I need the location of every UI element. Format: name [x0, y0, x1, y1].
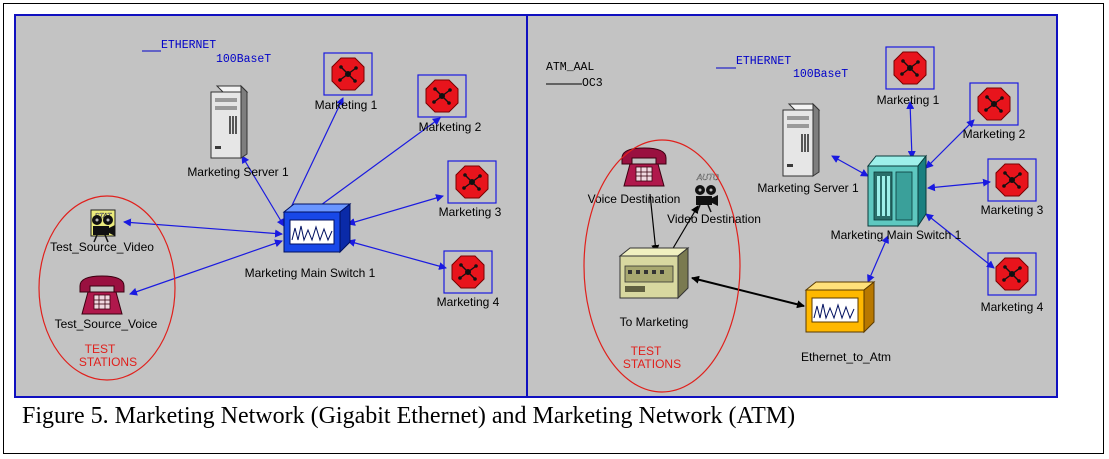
atm-links: [649, 193, 805, 309]
gigabit-network-panel: ETHERNET 100BaseT Marketing 1 Marketing …: [14, 14, 528, 398]
router-icon[interactable]: [443, 250, 493, 294]
ethernet-to-atm-label: Ethernet_to_Atm: [801, 350, 891, 364]
atm-network-panel: ATM_AAL OC3 ETHERNET 100BaseT Marketing …: [526, 14, 1058, 398]
router-icon[interactable]: [885, 46, 935, 90]
100baset-link-label: 100BaseT: [216, 53, 271, 66]
test-stations-group-outline: [583, 139, 741, 393]
link-switch-server: [241, 155, 285, 227]
figure-caption: Figure 5. Marketing Network (Gigabit Eth…: [22, 403, 796, 429]
marketing-server-label: Marketing Server 1: [757, 181, 859, 195]
link-switch-m3: [927, 178, 991, 192]
link-video-tomarketing: [671, 205, 699, 251]
router-icon[interactable]: [417, 74, 467, 118]
marketing-2-label: Marketing 2: [419, 120, 482, 134]
link-switch-ethatm: [867, 235, 889, 283]
video-destination-label: Video Destination: [667, 212, 761, 226]
test-stations-group-outline: [38, 195, 176, 381]
test-stations-label-line2: STATIONS: [79, 355, 137, 369]
link-switch-m4: [925, 213, 995, 269]
link-switch-server: [831, 155, 869, 177]
voice-destination-label: Voice Destination: [588, 192, 681, 206]
to-marketing-label: To Marketing: [620, 315, 689, 329]
ethernet-link-label: ETHERNET: [161, 39, 216, 52]
link-switch-m1: [285, 97, 344, 219]
test-source-video-icon[interactable]: STAT: [90, 209, 116, 243]
phone-icon[interactable]: [621, 147, 667, 187]
gigabit-links: [123, 97, 447, 296]
server-icon[interactable]: [210, 85, 248, 159]
router-icon[interactable]: [447, 160, 497, 204]
router-icon[interactable]: [987, 158, 1037, 202]
link-switch-voice: [129, 239, 283, 296]
marketing-4-label: Marketing 4: [437, 295, 500, 309]
link-switch-m1: [906, 101, 916, 159]
camera-icon: [694, 184, 719, 213]
link-switch-m3: [347, 194, 444, 226]
ethernet-to-atm-icon[interactable]: [804, 280, 876, 334]
ethernet-link-label: ETHERNET: [736, 55, 791, 68]
test-source-video-label: Test_Source_Video: [50, 240, 154, 254]
marketing-1-label: Marketing 1: [315, 98, 378, 112]
gigabit-network-diagram: ETHERNET 100BaseT Marketing 1 Marketing …: [38, 39, 502, 381]
atm-switch-icon[interactable]: [866, 154, 928, 228]
marketing-main-switch-label: Marketing Main Switch 1: [831, 228, 962, 242]
marketing-3-label: Marketing 3: [439, 205, 502, 219]
atm-ethernet-links: [831, 101, 995, 283]
marketing-4-label: Marketing 4: [981, 300, 1044, 314]
test-stations-label-line1: TEST: [85, 342, 116, 356]
marketing-1-label: Marketing 1: [877, 93, 940, 107]
test-stations-label-line1: TEST: [631, 344, 662, 358]
router-icon[interactable]: [969, 82, 1019, 126]
router-icon[interactable]: [987, 252, 1037, 296]
link-switch-video: [123, 218, 283, 238]
atm-network-diagram: ATM_AAL OC3 ETHERNET 100BaseT Marketing …: [546, 46, 1044, 393]
marketing-main-switch-label: Marketing Main Switch 1: [245, 266, 376, 280]
phone-icon[interactable]: [79, 275, 125, 315]
atm-aal-label: ATM_AAL: [546, 61, 594, 74]
link-voice-tomarketing: [649, 193, 660, 253]
router-icon[interactable]: [323, 52, 373, 96]
to-marketing-device-icon[interactable]: [618, 246, 690, 300]
marketing-3-label: Marketing 3: [981, 203, 1044, 217]
oc3-label: OC3: [582, 77, 603, 90]
marketing-server-label: Marketing Server 1: [187, 165, 289, 179]
test-source-voice-label: Test_Source_Voice: [55, 317, 158, 331]
link-switch-m4: [347, 239, 447, 270]
test-stations-label-line2: STATIONS: [623, 357, 681, 371]
switch-icon[interactable]: [282, 202, 352, 254]
link-switch-m2: [925, 119, 975, 169]
link-tomarketing-ethatm: [691, 275, 805, 309]
marketing-2-label: Marketing 2: [963, 127, 1026, 141]
video-destination-icon[interactable]: AUTO: [694, 173, 719, 213]
video-badge-label: STAT: [95, 213, 113, 220]
video-badge-label: AUTO: [696, 173, 719, 182]
server-icon[interactable]: [782, 103, 820, 177]
100baset-link-label: 100BaseT: [793, 68, 848, 81]
link-switch-m2: [305, 117, 441, 217]
camera-icon: [91, 214, 116, 243]
